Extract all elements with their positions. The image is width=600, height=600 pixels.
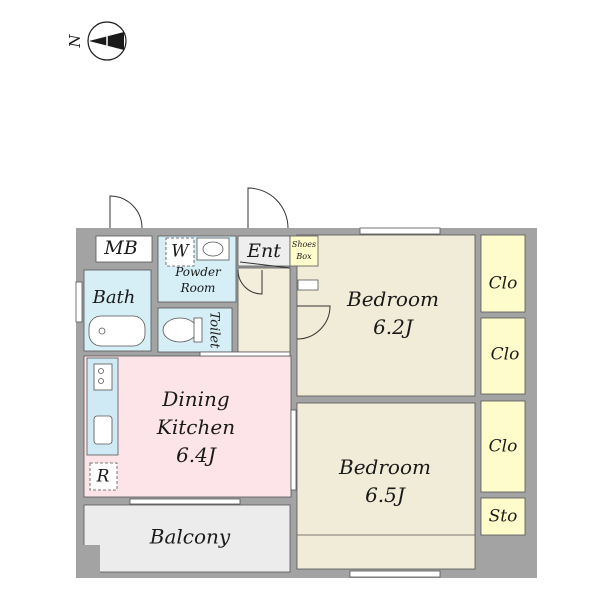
label-mb: MB — [103, 237, 137, 259]
storage — [480, 497, 526, 536]
label-bedroom-south: Bedroom — [338, 455, 431, 479]
label-dining: Dining — [161, 387, 229, 411]
label-bedroom-south-size: 6.5J — [365, 483, 406, 507]
label-kitchen: Kitchen — [156, 415, 235, 439]
bedroom-north — [296, 234, 476, 397]
closet-2 — [480, 317, 526, 395]
refrigerator-space — [89, 462, 118, 491]
label-bedroom-north-size: 6.2J — [373, 315, 414, 339]
label-bath: Bath — [92, 287, 136, 308]
label-room: Room — [180, 281, 216, 295]
label-w: W — [171, 242, 190, 262]
bathtub-icon — [88, 315, 146, 347]
compass-north-label: N — [66, 34, 84, 49]
label-closet-2: Clo — [491, 345, 520, 365]
washer-space — [165, 237, 195, 267]
label-bedroom-north: Bedroom — [346, 287, 439, 311]
entrance — [237, 235, 291, 267]
closet-3 — [480, 400, 526, 493]
label-refrigerator: R — [96, 467, 110, 487]
wash-basin-icon — [196, 237, 230, 261]
label-ent: Ent — [246, 240, 281, 262]
shoes-box — [289, 235, 319, 267]
balcony-column — [76, 545, 100, 578]
meter-box — [95, 235, 153, 263]
balcony — [83, 504, 291, 573]
doors — [109, 187, 331, 340]
closet-1 — [480, 234, 526, 313]
hallway — [237, 267, 291, 353]
label-balcony: Balcony — [149, 525, 231, 549]
compass: N — [66, 21, 127, 61]
stove-icon — [93, 363, 113, 391]
label-box: Box — [295, 252, 312, 261]
label-toilet: Toilet — [207, 312, 222, 349]
toilet-bowl-icon — [162, 317, 198, 343]
bedroom-south — [296, 402, 476, 570]
label-powder: Powder — [174, 265, 222, 279]
label-closet-1: Clo — [489, 274, 518, 294]
label-shoes: Shoes — [292, 240, 316, 249]
windows — [75, 227, 441, 578]
label-dining-size: 6.4J — [176, 443, 217, 467]
label-storage: Sto — [489, 507, 518, 527]
label-closet-3: Clo — [489, 437, 518, 457]
sink-icon — [93, 415, 113, 445]
